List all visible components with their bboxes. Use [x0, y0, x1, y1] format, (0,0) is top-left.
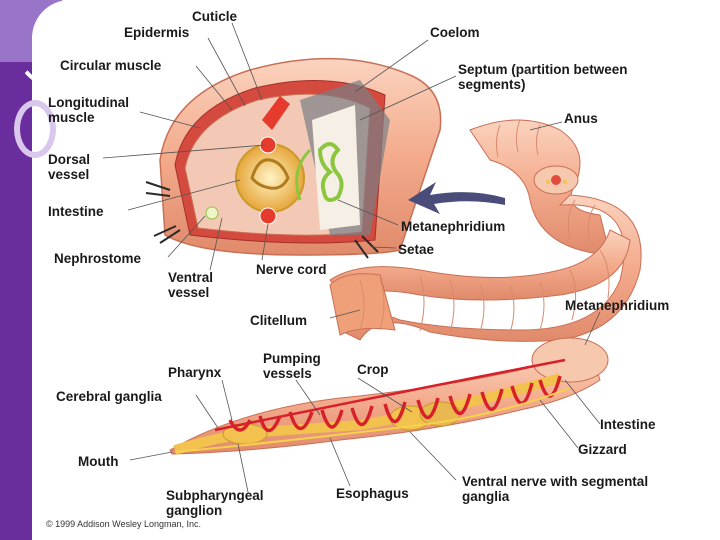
label-coelom: Coelom [430, 25, 480, 40]
label-epidermis: Epidermis [124, 25, 190, 40]
label-gizzard: Gizzard [578, 442, 627, 457]
purple-sidebar [0, 0, 32, 540]
label-cerebral-ganglia: Cerebral ganglia [56, 389, 162, 404]
label-setae: Setae [398, 242, 435, 257]
label-ventral-vessel: Ventral vessel [168, 270, 214, 300]
cross-section [145, 57, 442, 259]
label-esophagus: Esophagus [336, 486, 409, 501]
label-mouth: Mouth [78, 454, 119, 469]
label-cuticle: Cuticle [192, 9, 238, 24]
decorative-arc [10, 0, 98, 88]
ventral-nerve-line [174, 387, 571, 453]
label-metanephridium-cross: Metanephridium [401, 219, 506, 234]
label-pumping-vessels: Pumping vessels [263, 351, 321, 381]
label-nephrostome: Nephrostome [54, 251, 142, 266]
arrow-shape [408, 182, 505, 214]
label-metanephridium-body: Metanephridium [565, 298, 670, 313]
label-clitellum: Clitellum [250, 313, 308, 328]
label-anus: Anus [564, 111, 598, 126]
decorative-ring [14, 100, 56, 158]
leader-lines [102, 22, 601, 493]
pumping-vessels [214, 358, 566, 433]
label-longitudinal-muscle: Longitudinal muscle [48, 95, 129, 125]
copyright-notice: © 1999 Addison Wesley Longman, Inc. [46, 519, 202, 529]
label-circular-muscle: Circular muscle [60, 58, 162, 73]
label-subpharyngeal-ganglion: Subpharyngeal ganglion [166, 488, 264, 518]
digestive-tract [173, 373, 562, 455]
label-septum: Septum (partition between segments) [458, 62, 628, 92]
label-intestine-body: Intestine [600, 417, 656, 432]
label-pharynx: Pharynx [168, 365, 222, 380]
label-crop: Crop [357, 362, 389, 377]
label-ventral-nerve: Ventral nerve with segmental ganglia [462, 474, 649, 504]
label-intestine-cross: Intestine [48, 204, 104, 219]
label-dorsal-vessel: Dorsal vessel [48, 152, 91, 182]
label-nerve-cord: Nerve cord [256, 262, 327, 277]
